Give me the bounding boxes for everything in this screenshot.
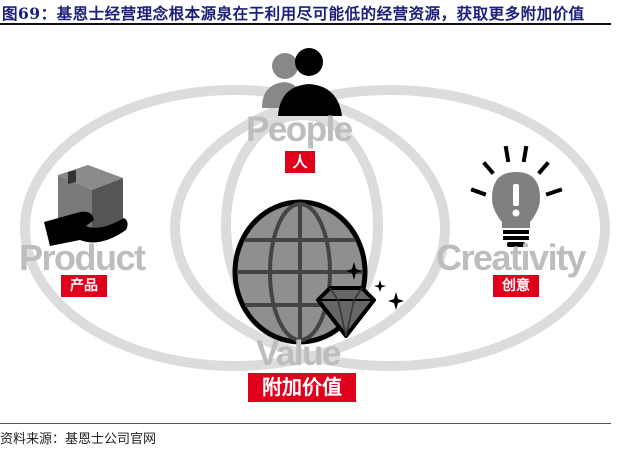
value-cn-badge: 附加价值 xyxy=(248,373,356,402)
creativity-cn-badge: 创意 xyxy=(493,275,539,297)
lightbulb-icon xyxy=(470,145,563,247)
people-label: People xyxy=(246,110,353,149)
sparkle-icons xyxy=(346,262,404,310)
figure-title: 图69：基恩士经营理念根本源泉在于利用尽可能低的经营资源，获取更多附加价值 xyxy=(2,4,585,23)
diagram-canvas xyxy=(20,48,610,371)
value-label: Value xyxy=(256,334,341,373)
people-icon xyxy=(262,48,342,116)
product-box-icon xyxy=(44,165,128,246)
ring-right xyxy=(170,85,610,371)
product-label: Product xyxy=(19,237,146,278)
diamond-icon xyxy=(316,286,376,338)
bottom-divider xyxy=(0,423,611,424)
source-note: 资料来源：基恩士公司官网 xyxy=(0,432,157,447)
ring-left xyxy=(20,85,450,371)
people-cn-badge: 人 xyxy=(285,151,315,173)
product-cn-badge: 产品 xyxy=(61,275,107,297)
creativity-label: Creativity xyxy=(436,237,587,278)
top-divider xyxy=(0,23,611,25)
